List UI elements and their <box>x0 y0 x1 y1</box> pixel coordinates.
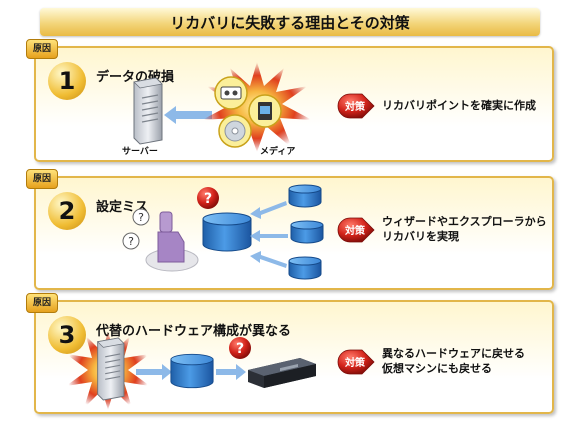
database-icon <box>202 212 252 252</box>
cause-tag: 原因 <box>26 293 58 313</box>
cause-number: 1 <box>48 62 86 100</box>
cause-number: 2 <box>48 192 86 230</box>
cause-tag: 原因 <box>26 39 58 59</box>
solution-text: 異なるハードウェアに戻せる 仮想マシンにも戻せる <box>382 346 525 376</box>
database-icon <box>288 256 322 280</box>
arrow-right-icon <box>136 364 172 380</box>
svg-text:?: ? <box>204 191 212 207</box>
solution-label: 対策 <box>344 356 366 369</box>
solution-line: ウィザードやエクスプローラから <box>382 215 547 228</box>
cause-tag: 原因 <box>26 169 58 189</box>
solution-arrow-icon: 対策 <box>337 217 375 243</box>
svg-text:?: ? <box>236 341 244 357</box>
solution-line: 異なるハードウェアに戻せる <box>382 347 525 360</box>
cause-panel-2: 原因 2 設定ミス ? ? ? 対策 <box>26 169 554 290</box>
solution-text: リカバリポイントを確実に作成 <box>382 98 536 113</box>
cd-icon <box>218 114 252 148</box>
database-icon <box>170 353 214 389</box>
question-small-icon: ? <box>122 232 140 250</box>
solution-line: リカバリポイントを確実に作成 <box>382 99 536 112</box>
solution-text: ウィザードやエクスプローラから リカバリを実現 <box>382 214 547 244</box>
memory-card-icon <box>248 94 282 128</box>
svg-text:?: ? <box>138 211 144 224</box>
arrow-right-icon <box>216 364 246 380</box>
server-icon <box>96 337 125 401</box>
solution-line: 仮想マシンにも戻せる <box>382 362 492 375</box>
question-icon: ? <box>229 337 251 359</box>
server-icon <box>133 77 163 145</box>
cause-number: 3 <box>48 316 86 354</box>
page-title: リカバリに失敗する理由とその対策 <box>170 14 410 32</box>
svg-text:?: ? <box>128 235 134 248</box>
cassette-icon <box>214 76 248 110</box>
title-bar: リカバリに失敗する理由とその対策 <box>40 8 540 36</box>
server-caption: サーバー <box>122 147 158 157</box>
solution-label: 対策 <box>344 224 366 237</box>
question-small-icon: ? <box>132 208 150 226</box>
question-icon: ? <box>197 187 219 209</box>
arrow-left-icon <box>164 106 212 124</box>
media-caption: メディア <box>260 147 296 157</box>
database-icon <box>290 220 324 244</box>
appliance-icon <box>248 358 316 388</box>
user-icon <box>145 211 199 272</box>
solution-arrow-icon: 対策 <box>337 349 375 375</box>
solution-label: 対策 <box>344 100 366 113</box>
cause-panel-3: 原因 3 代替のハードウェア構成が異なる ? 対策 <box>26 293 554 414</box>
solution-line: リカバリを実現 <box>382 230 459 243</box>
solution-arrow-icon: 対策 <box>337 93 375 119</box>
arrows-icon <box>250 201 288 268</box>
cause-title: 代替のハードウェア構成が異なる <box>96 324 292 339</box>
database-icon <box>288 184 322 208</box>
cause-panel-1: 原因 1 データの破損 サーバー メディア <box>26 39 554 162</box>
